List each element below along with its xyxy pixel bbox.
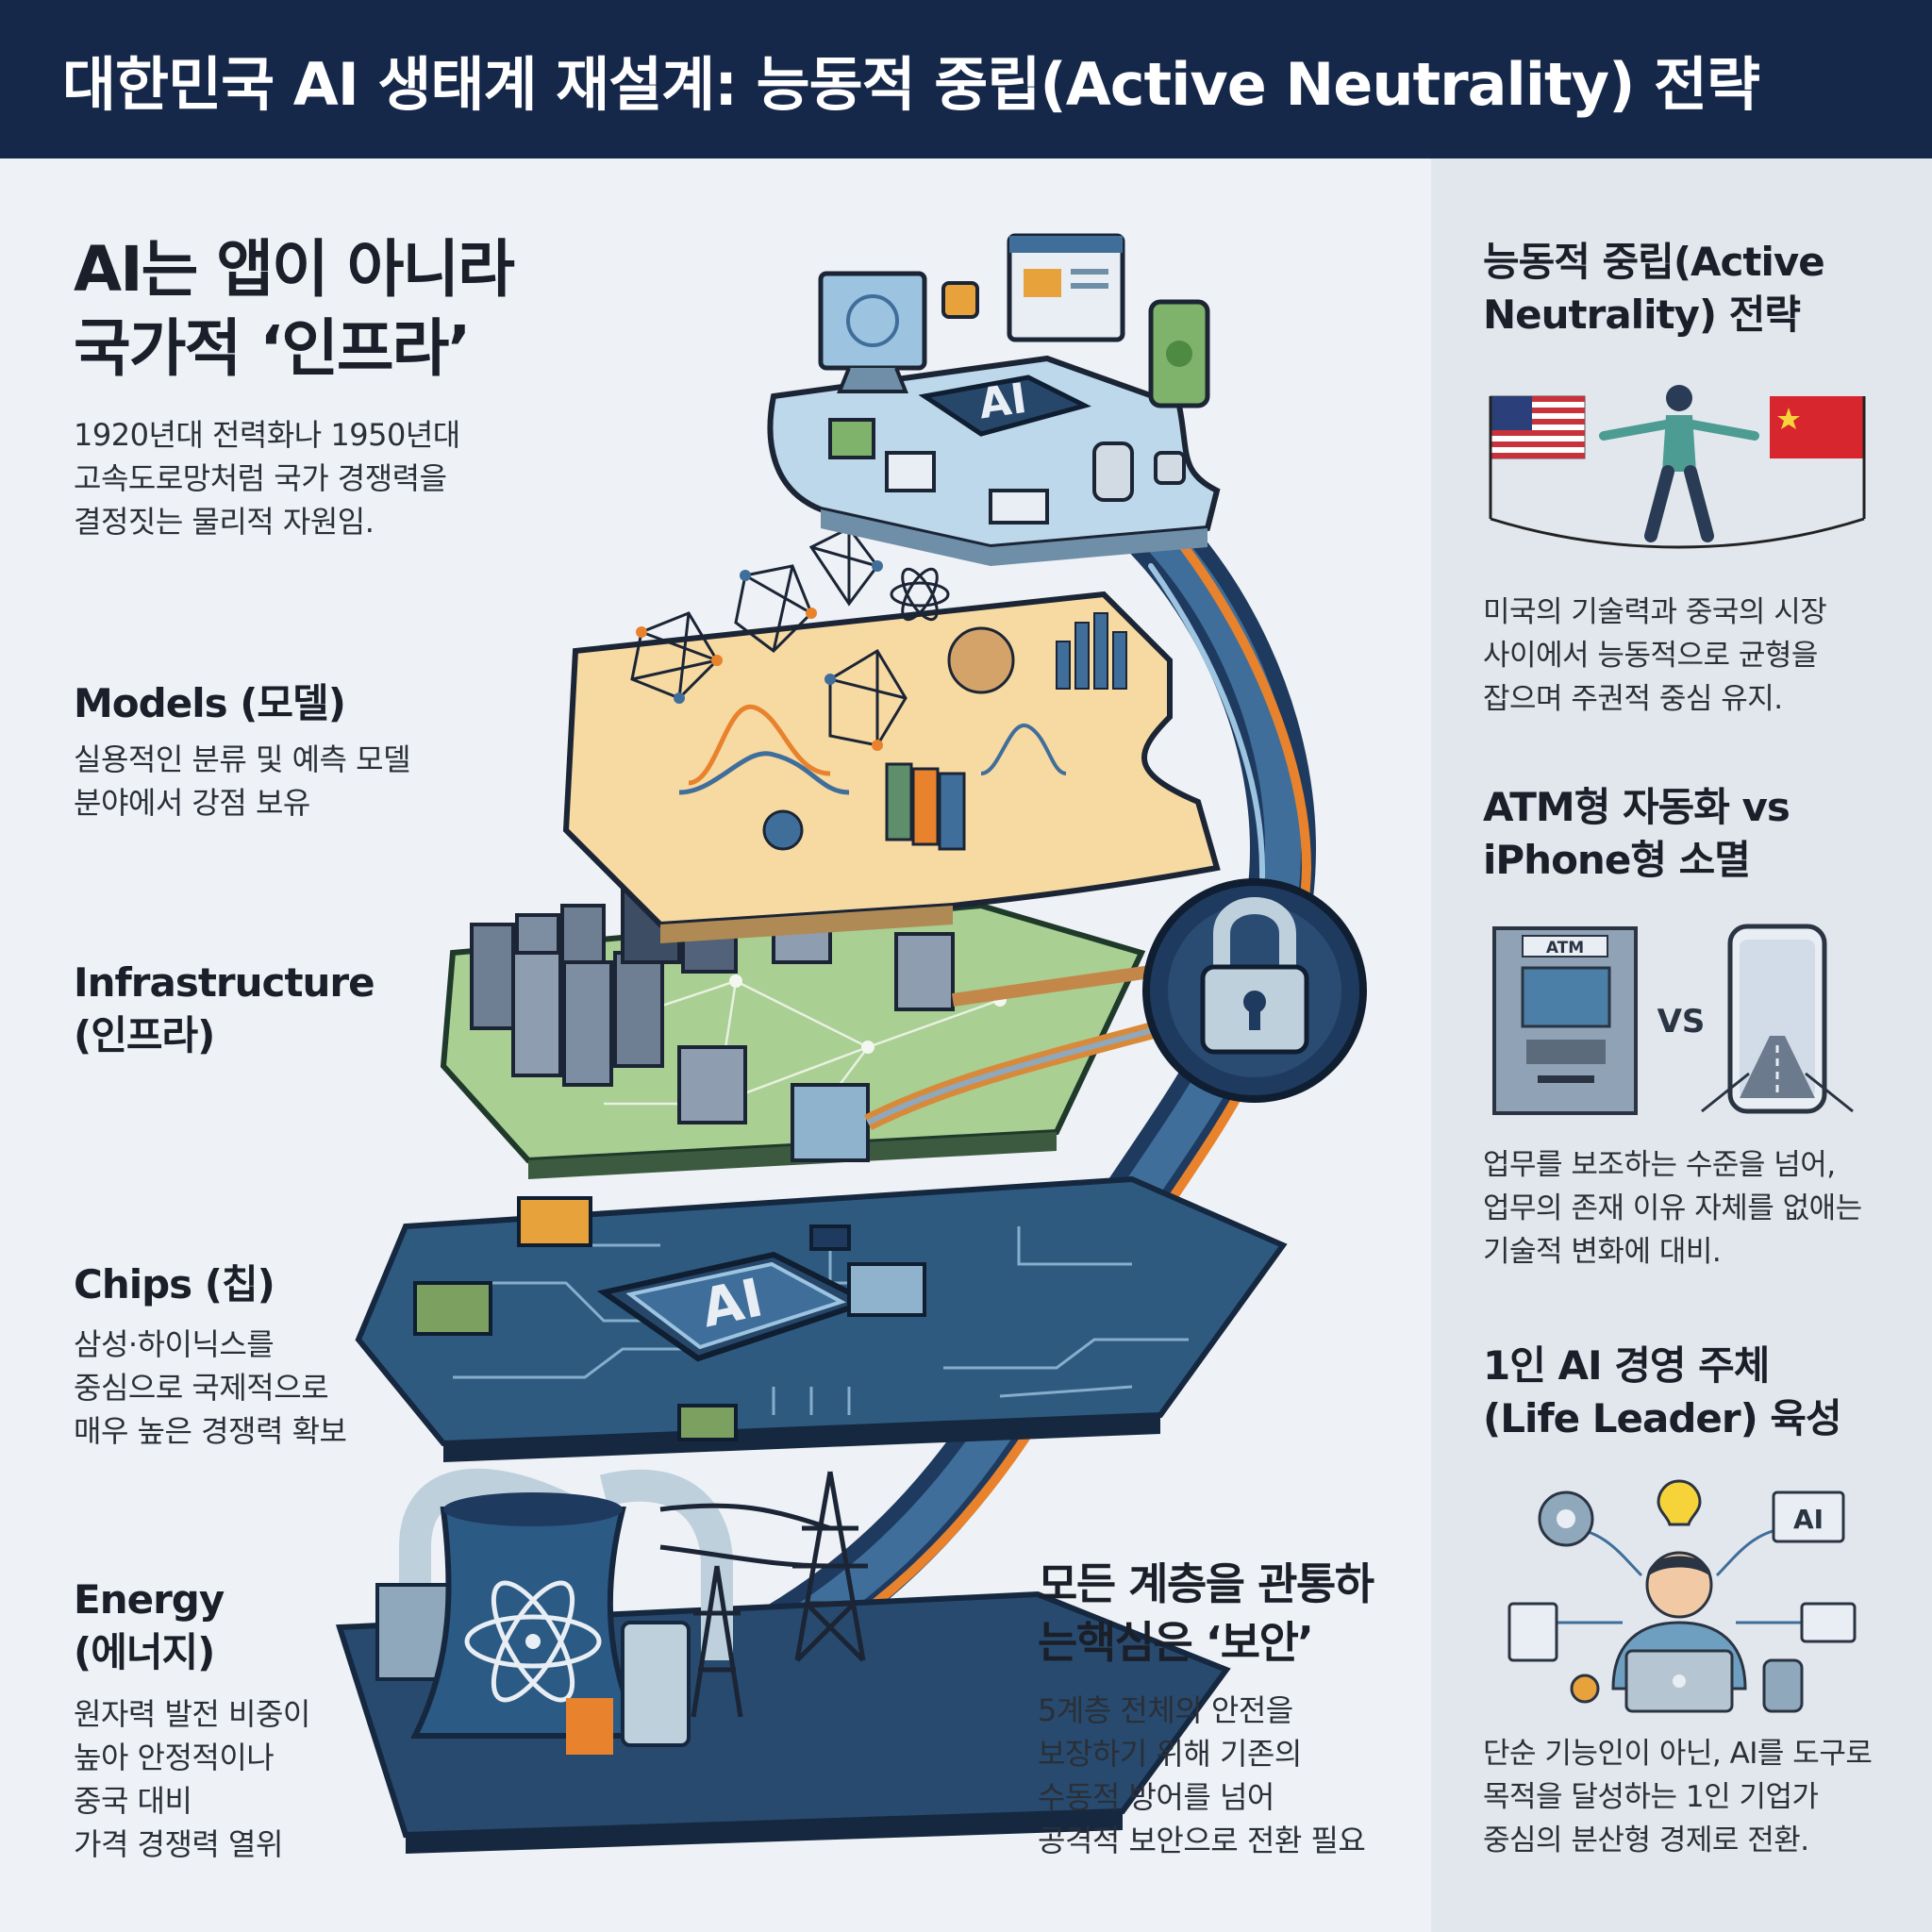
plant-icon — [1570, 1674, 1600, 1704]
applications-layer: AI — [767, 233, 1221, 566]
chart-window-icon — [1800, 1602, 1857, 1643]
atm-desc: 업무를 보조하는 수준을 넘어, 업무의 존재 이유 자체를 없애는 기술적 변… — [1483, 1148, 1862, 1269]
atm-vs-iphone-illustration: ATM VS — [1492, 924, 1854, 1115]
monitor-icon — [818, 271, 927, 393]
models-desc: 실용적인 분류 및 예측 모델 분야에서 강점 보유 — [74, 741, 411, 821]
security-desc: 5계층 전체의 안전을 보장하기 위해 기존의 수동적 방어를 넘어 공격적 보… — [1038, 1692, 1366, 1858]
leader-title: 1인 AI 경영 주체 (Life Leader) 육성 — [1483, 1342, 1842, 1441]
energy-title: Energy (에너지) — [74, 1576, 225, 1675]
intro-text: 1920년대 전력화나 1950년대 고속도로망처럼 국가 경쟁력을 결정짓는 … — [74, 417, 460, 540]
person-at-laptop-icon — [1611, 1551, 1747, 1713]
atom-icon — [890, 567, 950, 622]
usa-flag-icon — [1490, 395, 1586, 459]
chips-layer: AI — [355, 1175, 1288, 1462]
chips-title: Chips (칩) — [74, 1261, 275, 1307]
ai-chip-label: AI — [696, 1267, 768, 1340]
atm-label: ATM — [1546, 939, 1584, 958]
layered-ai-stack-illustration: AI — [335, 233, 1367, 1854]
padlock-icon — [1213, 897, 1296, 972]
vs-label: VS — [1657, 1003, 1706, 1041]
headline: AI는 앱이 아니라 국가적 ‘인프라’ — [74, 233, 515, 385]
phone-icon — [1148, 299, 1210, 408]
models-layer — [562, 523, 1221, 943]
leader-desc: 단순 기능인이 아닌, AI를 도구로 목적을 달성하는 1인 기업가 중심의 … — [1483, 1737, 1873, 1857]
lightbulb-icon — [1657, 1479, 1702, 1526]
ai-app-chip-icon: AI — [918, 375, 1091, 437]
database-icon — [1762, 1658, 1804, 1713]
neutrality-desc: 미국의 기술력과 중국의 시장 사이에서 능동적으로 균형을 잡으며 주권적 중… — [1483, 595, 1827, 716]
security-lock-hub — [1142, 878, 1367, 1103]
neural-network-icons — [630, 526, 908, 747]
iphone-icon — [1701, 924, 1854, 1114]
page-header: 대한민국 AI 생태계 재설계: 능동적 중립(Active Neutralit… — [0, 0, 1932, 158]
life-leader-illustration: AI — [1507, 1479, 1857, 1713]
energy-layer — [335, 1468, 1231, 1854]
ai-chip-icon: AI — [596, 1251, 875, 1362]
china-flag-icon — [1770, 396, 1864, 458]
models-title: Models (모델) — [74, 680, 346, 726]
bar-chart-icon — [1056, 612, 1127, 690]
tightrope-illustration — [1489, 385, 1866, 549]
security-title: 모든 계층을 관통하 는핵심은 ‘보안’ — [1038, 1558, 1374, 1668]
browser-window-icon — [1007, 233, 1125, 342]
power-pylon-icon — [659, 1471, 868, 1718]
ai-window-icon: AI — [1772, 1491, 1845, 1543]
document-icon — [1507, 1602, 1558, 1662]
wifi-icon — [941, 281, 979, 319]
balancing-person-icon — [1599, 385, 1759, 542]
brain-icon — [947, 626, 1015, 694]
atm-title: ATM형 자동화 vs iPhone형 소멸 — [1483, 784, 1790, 883]
atm-icon: ATM — [1492, 926, 1638, 1115]
infrastructure-title: Infrastructure (인프라) — [74, 959, 375, 1058]
leader-ai-label: AI — [1793, 1504, 1824, 1535]
page-title: 대한민국 AI 생태계 재설계: 능동적 중립(Active Neutralit… — [62, 50, 1760, 119]
neutrality-title: 능동적 중립(Active Neutrality) 전략 — [1483, 239, 1825, 338]
ai-app-label: AI — [975, 375, 1029, 429]
energy-desc: 원자력 발전 비중이 높아 안정적이나 중국 대비 가격 경쟁력 열위 — [74, 1696, 310, 1862]
chips-desc: 삼성·하이닉스를 중심으로 국제적으로 매우 높은 경쟁력 확보 — [74, 1326, 347, 1449]
